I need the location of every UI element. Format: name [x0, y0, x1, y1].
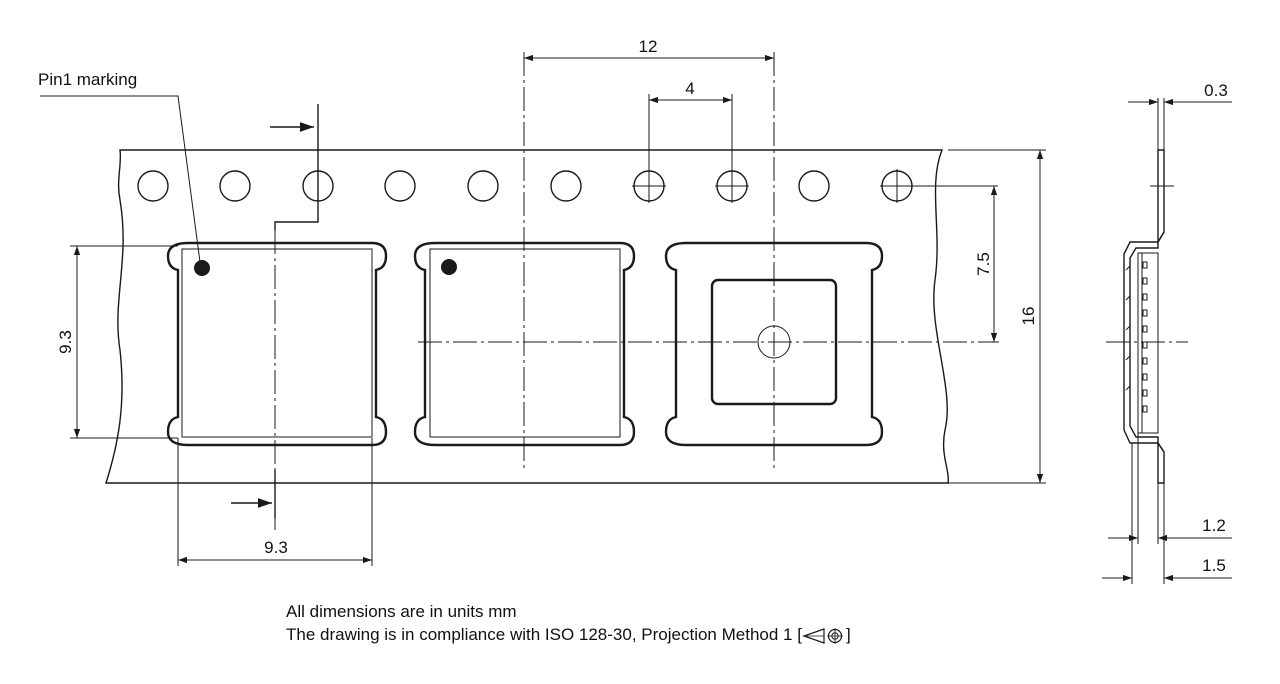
pocket-1 [166, 241, 388, 447]
component-1 [181, 248, 373, 438]
side-view-pins [1142, 261, 1148, 413]
side-view [1106, 149, 1188, 484]
sprocket-hole [467, 170, 499, 202]
pin1-dot [441, 259, 457, 275]
section-marker-bottom [231, 470, 276, 518]
svg-text:12: 12 [639, 37, 658, 56]
units-note: All dimensions are in units mm [286, 602, 517, 621]
dim-9-3-vertical: 9.3 [56, 245, 178, 439]
iso-compliance-note: The drawing is in compliance with ISO 12… [286, 625, 851, 646]
svg-text:4: 4 [685, 79, 694, 98]
section-marker-top [270, 104, 319, 230]
sprocket-hole [384, 170, 416, 202]
carrier-tape-outline [105, 149, 949, 484]
svg-text:0.3: 0.3 [1204, 81, 1228, 100]
svg-text:7.5: 7.5 [974, 252, 993, 276]
dim-16: 16 [948, 149, 1046, 484]
dim-12: 12 [524, 37, 774, 62]
sprocket-hole [798, 170, 830, 202]
dim-0-3: 0.3 [1128, 81, 1232, 150]
sprocket-hole [219, 170, 251, 202]
component-2 [429, 248, 621, 438]
pocket-2 [413, 241, 636, 447]
pin1-leader: Pin1 marking [38, 70, 201, 263]
dim-9-3-horizontal: 9.3 [177, 438, 373, 566]
dim-4: 4 [648, 79, 733, 172]
svg-text:1.5: 1.5 [1202, 556, 1226, 575]
projection-method-icon [802, 627, 843, 644]
dim-7-5: 7.5 [974, 186, 998, 342]
sprocket-hole [550, 170, 582, 202]
dim-1-2: 1.2 [1108, 433, 1232, 544]
iso-note-close: ] [845, 625, 851, 644]
sprocket-holes [137, 169, 998, 203]
dim-1-5: 1.5 [1102, 443, 1232, 584]
svg-text:9.3: 9.3 [264, 538, 288, 557]
iso-note-text: The drawing is in compliance with ISO 12… [286, 625, 802, 644]
pin1-label: Pin1 marking [38, 70, 137, 89]
svg-text:9.3: 9.3 [56, 330, 75, 354]
pin1-dot [194, 260, 210, 276]
sprocket-hole [137, 170, 169, 202]
svg-text:16: 16 [1019, 307, 1038, 326]
svg-text:1.2: 1.2 [1202, 516, 1226, 535]
